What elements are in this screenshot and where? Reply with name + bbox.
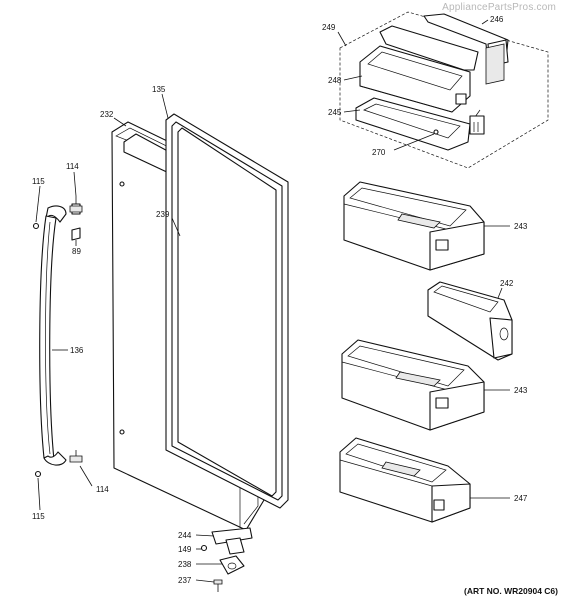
door-bin-247-bottom — [339, 437, 471, 523]
door-bin-243-upper — [343, 181, 485, 271]
callout-243-lower: 243 — [514, 386, 528, 395]
callout-136: 136 — [70, 346, 84, 355]
callout-149: 149 — [178, 545, 192, 554]
callout-239: 239 — [156, 210, 170, 219]
callout-114-bottom: 114 — [96, 485, 109, 494]
callout-245: 245 — [328, 108, 342, 117]
upper-tray-248 — [359, 25, 479, 113]
callout-244: 244 — [178, 531, 192, 540]
art-number: (ART NO. WR20904 C6) — [464, 586, 558, 596]
watermark-text: AppliancePartsPros.com — [442, 2, 556, 13]
callout-135: 135 — [152, 85, 166, 94]
callout-115-top: 115 — [32, 177, 45, 186]
door-bin-243-lower — [341, 339, 485, 431]
handle-screws — [32, 196, 83, 478]
callout-237: 237 — [178, 576, 192, 585]
callout-114-top: 114 — [66, 162, 79, 171]
callout-89: 89 — [72, 247, 81, 256]
door-gasket-135 — [165, 113, 289, 509]
bin-cover-246 — [423, 13, 509, 85]
lower-frame-245 — [355, 97, 485, 151]
door-handle-136 — [39, 205, 67, 466]
callout-232: 232 — [100, 110, 114, 119]
callout-242: 242 — [500, 279, 514, 288]
callout-238: 238 — [178, 560, 192, 569]
callout-247: 247 — [514, 494, 528, 503]
callout-248: 248 — [328, 76, 342, 85]
bin-assembly-group — [339, 11, 549, 169]
callout-labels: 249 246 248 245 270 135 232 239 114 115 … — [32, 15, 528, 585]
callout-243-upper: 243 — [514, 222, 528, 231]
leader-lines — [35, 19, 510, 583]
hinge-parts — [200, 527, 253, 592]
callout-246: 246 — [490, 15, 504, 24]
callout-115-bottom: 115 — [32, 512, 45, 521]
callout-249: 249 — [322, 23, 336, 32]
callout-270: 270 — [372, 148, 386, 157]
door-bin-242-small — [427, 281, 513, 361]
